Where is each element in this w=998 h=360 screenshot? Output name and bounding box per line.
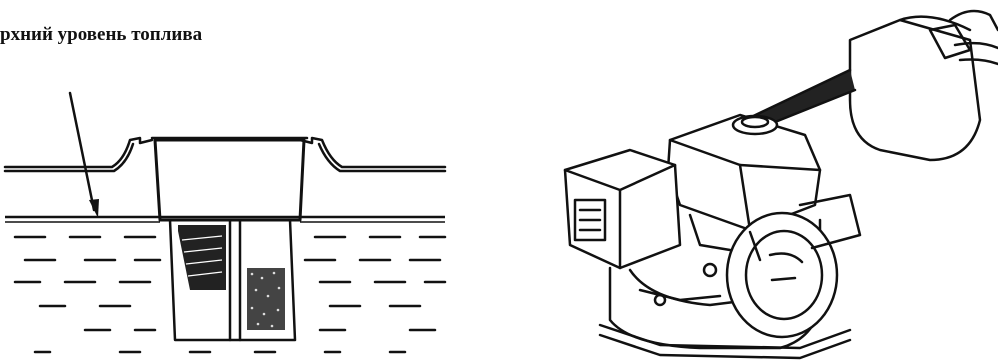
fuel-tank-cross-section-icon bbox=[0, 60, 480, 360]
engine-refueling-icon bbox=[550, 0, 998, 360]
caption-fuel-level: рхний уровень топлива bbox=[0, 24, 202, 46]
